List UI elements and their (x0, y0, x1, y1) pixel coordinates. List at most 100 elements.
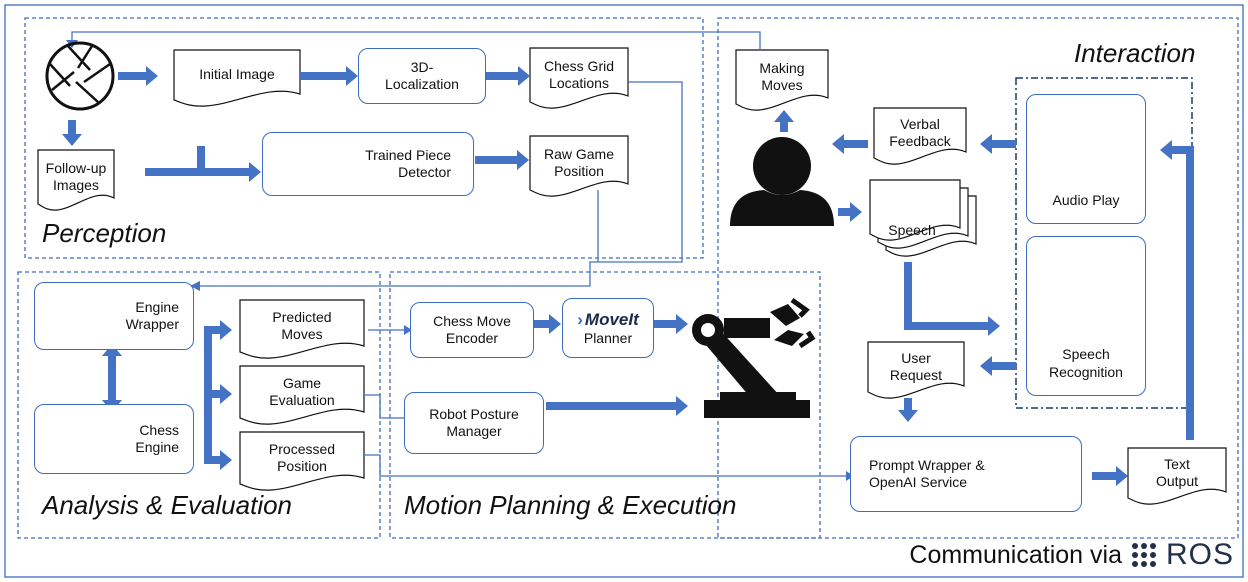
posture-manager-label-2: Manager (446, 423, 502, 439)
robot-arm-icon (692, 297, 816, 418)
speech-stack-shape-3 (869, 179, 961, 241)
raw-game-shape (529, 135, 629, 197)
audio-play-label: Audio Play (1052, 191, 1120, 208)
verbal-feedback-shape (873, 107, 967, 165)
predicted-moves-label-1: Predicted (272, 308, 332, 325)
wrapper-engine-double-arrow (102, 344, 122, 412)
verbal-feedback-label-1: Verbal (900, 115, 940, 132)
wrapper-arrowhead (190, 281, 200, 291)
localization-label-2: Localization (385, 76, 459, 92)
camera-shutter-icon (45, 41, 115, 111)
piece-detector-label-1: Trained Piece (365, 146, 451, 163)
posture-manager-label-1: Robot Posture (429, 405, 519, 422)
text-output-label-2: Output (1155, 473, 1199, 489)
outer-frame (4, 4, 1244, 578)
document-shapes (37, 47, 1227, 505)
encoder-arrowhead (404, 325, 412, 335)
raw-game-label-2: Position (554, 163, 604, 179)
user-request-label-1: User (901, 349, 931, 366)
audio-play-node: Audio Play (1026, 94, 1146, 224)
initial-to-localization-arrow (300, 66, 358, 86)
camera-to-initial-arrow (118, 66, 158, 86)
footer-text: Communication via (909, 540, 1122, 569)
follow-up-label-1: Follow-up (45, 159, 107, 176)
predicted-moves-shape (239, 299, 365, 359)
follow-up-shape (37, 149, 115, 211)
game-evaluation-label-2: Evaluation (269, 392, 335, 408)
engine-wrapper-label-1: Engine (135, 298, 179, 315)
camera-down-arrow (62, 120, 82, 146)
grid-to-wrapper-line (200, 81, 683, 287)
analysis-region (17, 271, 381, 539)
moveit-logo: ›MoveIt (577, 309, 639, 329)
making-moves-node: Making Moves (736, 50, 828, 104)
user-request-label-2: Request (889, 367, 943, 383)
request-to-prompt-arrow (898, 398, 918, 422)
text-output-label-1: Text (1164, 455, 1190, 472)
processed-position-label-1: Processed (268, 440, 336, 457)
localization-to-grid-arrow (486, 66, 530, 86)
initial-image-label: Initial Image (199, 66, 275, 83)
making-moves-label-1: Making (759, 59, 805, 76)
raw-game-node: Raw Game Position (530, 136, 628, 190)
person-to-speech-arrow (838, 202, 862, 222)
initial-image-shape (173, 49, 301, 107)
ros-logo-dots (1131, 543, 1156, 567)
engine-wrapper-label-2: Wrapper (125, 316, 179, 332)
eval-to-posture-line (364, 394, 404, 419)
processed-position-shape (239, 431, 365, 491)
posture-to-robot-arrow (546, 396, 688, 416)
moveit-planner-node: ›MoveIt Planner (562, 298, 654, 358)
interaction-region (717, 17, 1239, 539)
recognition-to-request-arrow (980, 356, 1016, 376)
speech-recognition-label-1: Speech (1062, 346, 1110, 362)
piece-detector-label-2: Detector (398, 164, 451, 180)
encoder-to-planner-arrow (533, 314, 561, 334)
move-encoder-label-2: Encoder (445, 330, 499, 346)
loop-back-line (71, 31, 761, 50)
chess-grid-label-2: Locations (549, 75, 609, 91)
audio-to-feedback-arrow (980, 134, 1016, 154)
chess-engine-label-1: Chess (139, 421, 179, 438)
block-arrows (62, 66, 1194, 486)
planner-label: Planner (583, 329, 633, 346)
prompt-to-output-arrow (1092, 466, 1128, 486)
predicted-moves-label-2: Moves (281, 326, 323, 342)
planner-to-robot-arrow (654, 314, 688, 334)
making-moves-shape (735, 49, 829, 111)
text-output-shape (1127, 447, 1227, 505)
making-moves-label-2: Moves (761, 77, 803, 93)
motion-title: Motion Planning & Execution (404, 490, 737, 520)
speech-to-recognition-arrow (904, 262, 1000, 336)
footer: Communication via ROS (909, 538, 1234, 572)
motion-region (389, 271, 821, 539)
chess-grid-label-1: Chess Grid (543, 57, 615, 74)
prompt-wrapper-label-2: OpenAI Service (869, 474, 968, 490)
follow-up-label-2: Images (53, 177, 99, 193)
prompt-wrapper-label-1: Prompt Wrapper & (869, 456, 985, 473)
predicted-moves-node: Predicted Moves (240, 300, 364, 352)
analysis-title: Analysis & Evaluation (42, 490, 293, 520)
speech-node: Speech (866, 206, 958, 256)
chess-grid-shape (529, 47, 629, 109)
move-encoder-node: Chess Move Encoder (410, 302, 534, 358)
user-request-shape (867, 341, 965, 399)
move-encoder-label-1: Chess Move (433, 312, 511, 329)
prompt-wrapper-node: Prompt Wrapper & OpenAI Service (850, 436, 1082, 512)
position-to-prompt-line (364, 454, 846, 477)
detector-to-raw-arrow (475, 150, 529, 170)
chess-grid-node: Chess Grid Locations (530, 48, 628, 102)
output-to-audio-arrow (1160, 140, 1194, 440)
ros-logo-text: ROS (1165, 538, 1234, 571)
verbal-feedback-label-2: Feedback (889, 133, 951, 149)
processed-position-node: Processed Position (240, 432, 364, 484)
followup-to-detector-arrow (145, 146, 261, 182)
game-evaluation-label-1: Game (282, 374, 322, 391)
localization-node: 3D- Localization (358, 48, 486, 104)
raw-game-label-1: Raw Game (543, 145, 615, 162)
text-output-node: Text Output (1128, 448, 1226, 498)
initial-image-node: Initial Image (174, 50, 300, 100)
chess-engine-label-2: Engine (135, 439, 179, 455)
piece-detector-node: Trained Piece Detector (262, 132, 474, 196)
analysis-fan-arrow (204, 320, 232, 470)
